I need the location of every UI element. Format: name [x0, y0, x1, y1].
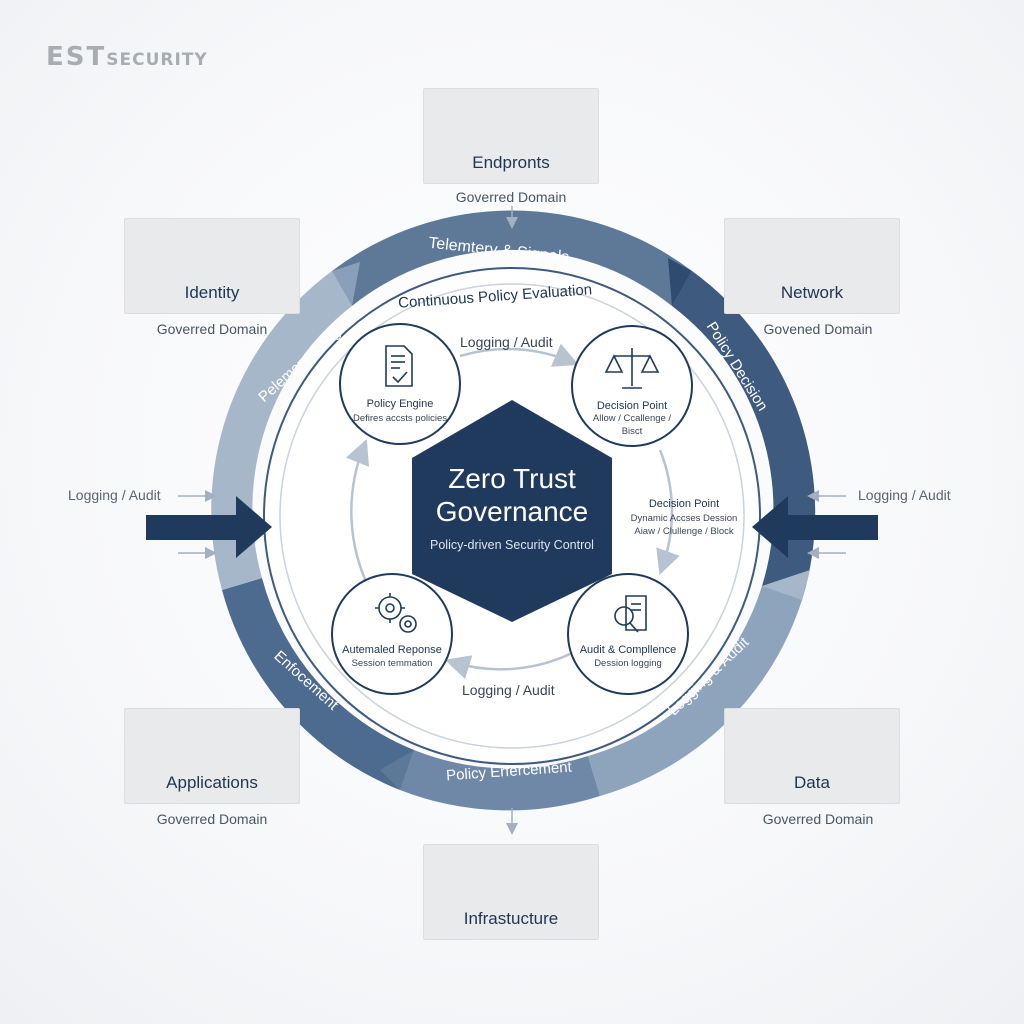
domain-sub-network: Govened Domain	[763, 321, 873, 337]
brand-logo: ESTSECURITY	[46, 42, 208, 72]
domain-data: Data	[724, 708, 900, 804]
node-policy-engine-circle	[339, 323, 461, 445]
domain-title-identity: Identity	[184, 283, 240, 302]
domain-identity: Identity	[124, 218, 300, 314]
hub-title-line2: Governance	[435, 496, 589, 527]
gears-icon	[375, 593, 417, 633]
node-automated-response-title: Autemaled Reponse	[342, 644, 442, 656]
node-audit-compliance-sub: Dession logging	[594, 658, 662, 669]
audit-search-icon	[614, 595, 647, 633]
ring-chevron-1	[332, 262, 360, 306]
ring-segment-bottom	[400, 750, 600, 811]
cycle-arrow-top	[459, 343, 579, 367]
side-label-right: Logging / Audit	[858, 487, 951, 503]
left-side-arrows	[146, 490, 272, 559]
domain-title-endpoints: Endpronts	[472, 153, 550, 172]
domain-infrastructure: Infrastucture	[423, 844, 599, 940]
cycle-arrow-bottom	[444, 648, 579, 680]
cycle-arrow-right	[656, 449, 680, 576]
document-check-icon	[385, 345, 413, 387]
node-audit-compliance-circle	[567, 573, 689, 695]
domain-endpoints: Endpronts	[423, 88, 599, 184]
hub-hexagon	[412, 400, 612, 622]
node-policy-engine-sub: Defires accsts policies	[353, 413, 447, 424]
domain-title-data: Data	[794, 773, 830, 792]
ring-segment-bottom-left	[222, 578, 414, 790]
right-side-arrows	[752, 490, 878, 559]
logo-text-small: SECURITY	[106, 50, 208, 70]
node-automated-response-circle	[331, 573, 453, 695]
left-big-arrow	[146, 496, 272, 558]
node-decision-point-sub1: Allow / Ccallenge /	[592, 413, 672, 424]
node-audit-compliance-title: Audit & Compllence	[579, 644, 677, 656]
scales-icon	[604, 348, 660, 389]
domain-title-network: Network	[780, 283, 844, 302]
node-decision-point-title: Decision Point	[596, 400, 668, 412]
decision-point-free-title: Decision Point	[648, 498, 720, 510]
inner-label-bottom: Logging / Audit	[462, 682, 555, 698]
domain-title-applications: Applications	[166, 773, 258, 792]
domain-sub-endpoints: Goverred Domain	[455, 189, 567, 205]
hub-title: Zero Trust Governance	[410, 462, 614, 528]
ring-segment-bottom-right	[588, 586, 802, 796]
hub-title-line1: Zero Trust	[448, 463, 576, 494]
ring-chevron-3	[762, 570, 810, 600]
decision-point-free-sub2: Aiaw / Clullenge / Block	[634, 526, 734, 537]
inner-label-top: Logging / Audit	[460, 334, 553, 350]
cycle-arrow-left	[345, 439, 372, 591]
ring-segment-top	[332, 210, 692, 306]
node-policy-engine-title: Policy Engine	[366, 398, 434, 410]
right-big-arrow	[752, 496, 878, 558]
inner-ring-evaluation	[279, 283, 745, 749]
side-label-left: Logging / Audit	[68, 487, 161, 503]
domain-network: Network	[724, 218, 900, 314]
node-automated-response-sub: Session temmation	[351, 658, 433, 669]
ring-chevron-4	[380, 750, 414, 790]
ring-chevron-2	[668, 258, 692, 306]
domain-sub-data: Goverred Domain	[762, 811, 874, 827]
domain-sub-identity: Goverred Domain	[156, 321, 268, 337]
hub-subtitle: Policy-driven Security Control	[430, 538, 594, 552]
decision-point-free-sub1: Dynamic Accses Dession	[630, 513, 738, 524]
domain-title-infrastructure: Infrastucture	[463, 909, 559, 928]
logo-text-big: EST	[46, 42, 107, 72]
domain-applications: Applications	[124, 708, 300, 804]
node-decision-point-sub2: Bisct	[621, 426, 643, 437]
domain-sub-applications: Goverred Domain	[156, 811, 268, 827]
